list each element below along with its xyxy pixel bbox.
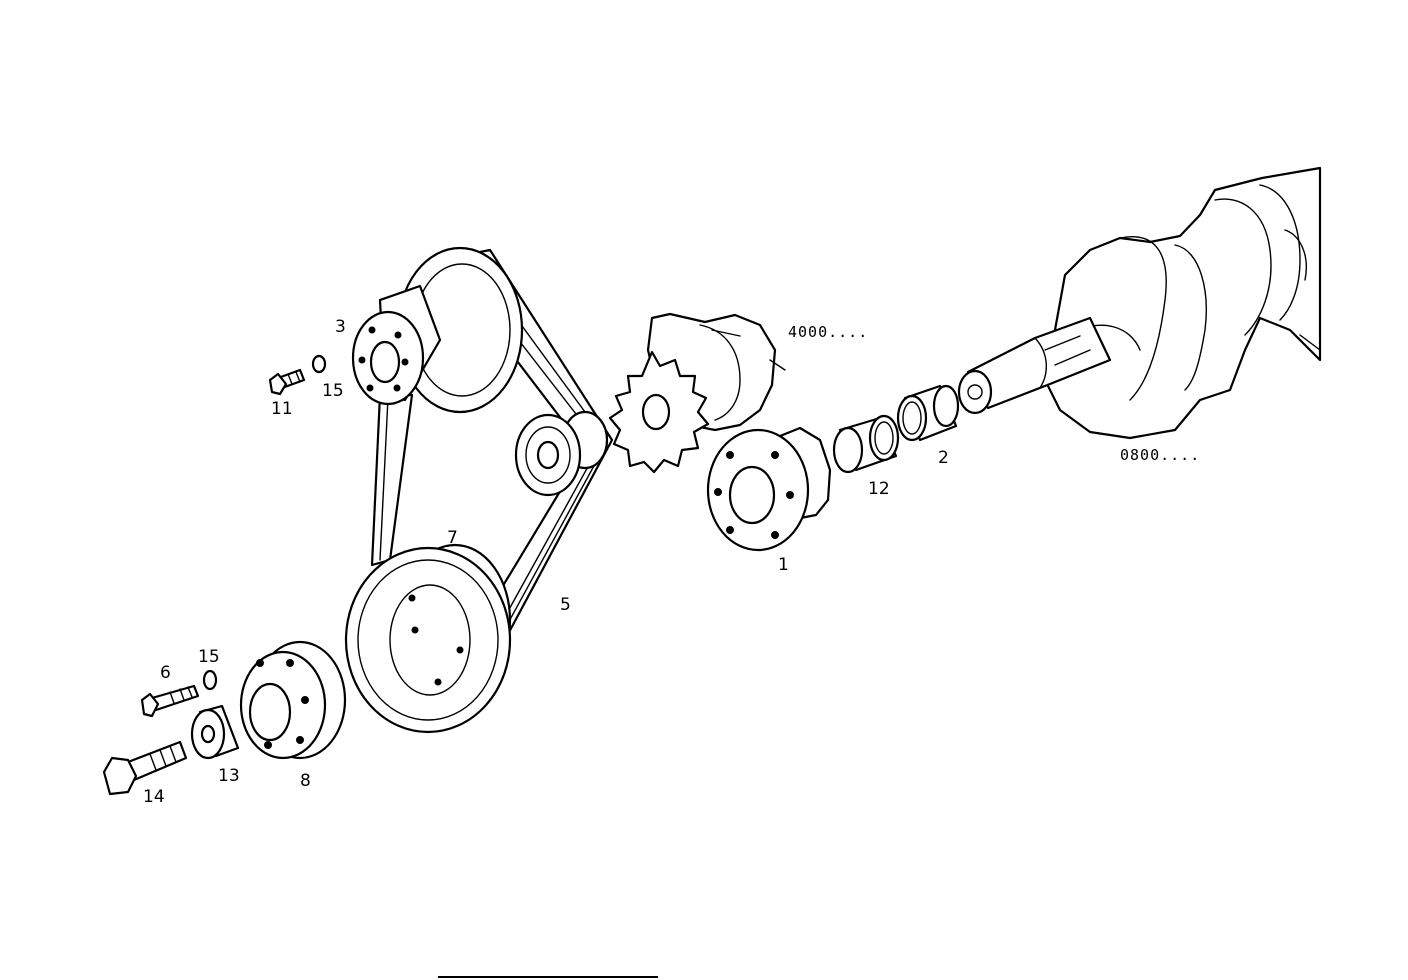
idler-pulley [514,410,609,497]
callout-8: 8 [300,771,311,791]
callout-13: 13 [218,766,240,786]
callout-11: 11 [271,399,293,419]
reference-crankshaft: 0800.... [1120,446,1200,464]
washer-part-13 [190,704,240,760]
washer-part-15-upper [311,354,327,374]
crankshaft-drawing [957,166,1322,440]
callout-12: 12 [868,479,890,499]
hub-part-1 [706,426,832,552]
callout-15-lower: 15 [198,647,220,667]
bolt-part-11 [268,368,306,396]
sleeve-part-2 [896,384,960,442]
upper-pulley-part-3 [351,246,524,414]
callout-2: 2 [938,448,949,468]
callout-7: 7 [447,528,458,548]
callout-15-upper: 15 [322,381,344,401]
callout-14: 14 [143,787,165,807]
callout-5: 5 [560,595,571,615]
spacer-ring-part-12 [832,414,900,474]
bolt-part-14 [102,740,188,796]
flange-part-8 [239,640,347,760]
callout-1: 1 [778,555,789,575]
bolt-part-6 [140,684,200,718]
crank-pulley-part-7 [344,543,512,734]
callout-3: 3 [335,317,346,337]
callout-6: 6 [160,663,171,683]
washer-part-15-lower [202,669,218,691]
timing-gear-drawing [608,350,710,474]
reference-engine-block: 4000.... [788,323,868,341]
